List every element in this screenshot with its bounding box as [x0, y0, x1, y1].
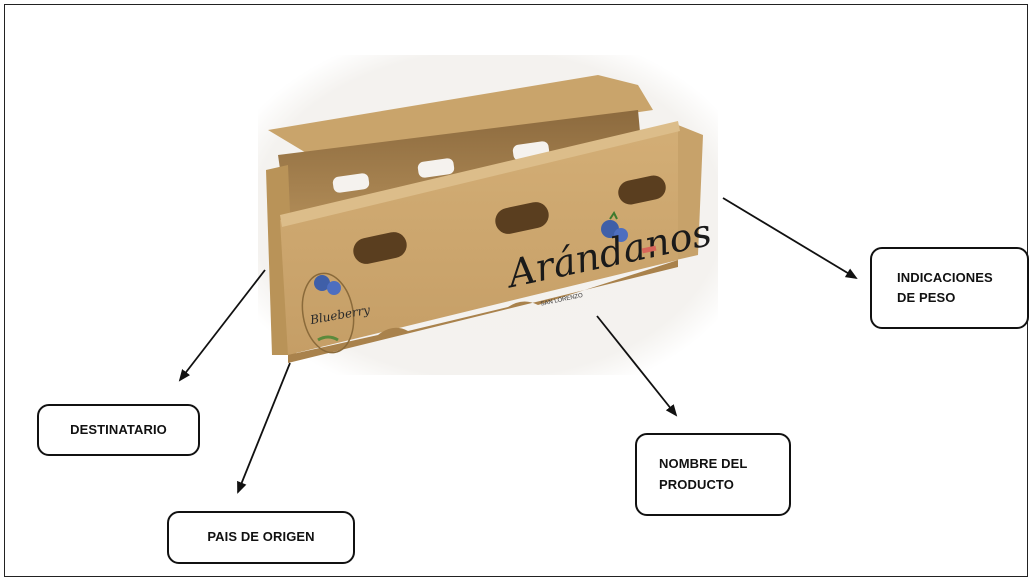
label-pais-de-origen-text: PAIS DE ORIGEN: [207, 529, 315, 545]
arrow-destinatario: [178, 269, 266, 382]
label-pais-de-origen: PAIS DE ORIGEN: [167, 511, 355, 564]
label-nombre-del-producto-text: NOMBRE DEL PRODUCTO: [659, 456, 748, 492]
arrow-indicaciones-de-peso: [722, 197, 858, 280]
arrow-nombre-del-producto: [596, 315, 678, 417]
blueberry-icon: [327, 281, 341, 295]
label-destinatario-text: DESTINATARIO: [70, 421, 167, 437]
box-photo: Blueberry Arándanos SAN LORENZO: [258, 55, 718, 375]
hand-hole: [353, 232, 407, 264]
arrow-pais-de-origen: [237, 362, 291, 494]
blueberry-icon: [314, 275, 330, 291]
lid-flap: [268, 75, 653, 160]
blueberry-icon: [614, 228, 628, 242]
label-indicaciones-de-peso: INDICACIONES DE PESO: [870, 247, 1029, 329]
front-wall: [280, 125, 678, 355]
hand-hole: [618, 175, 666, 205]
hand-hole: [495, 202, 549, 234]
label-nombre-del-producto: NOMBRE DEL PRODUCTO: [635, 433, 791, 516]
right-end-wall: [676, 125, 703, 260]
side-logo: [301, 272, 355, 354]
label-indicaciones-de-peso-text: INDICACIONES DE PESO: [897, 269, 993, 305]
label-destinatario: DESTINATARIO: [37, 404, 200, 456]
